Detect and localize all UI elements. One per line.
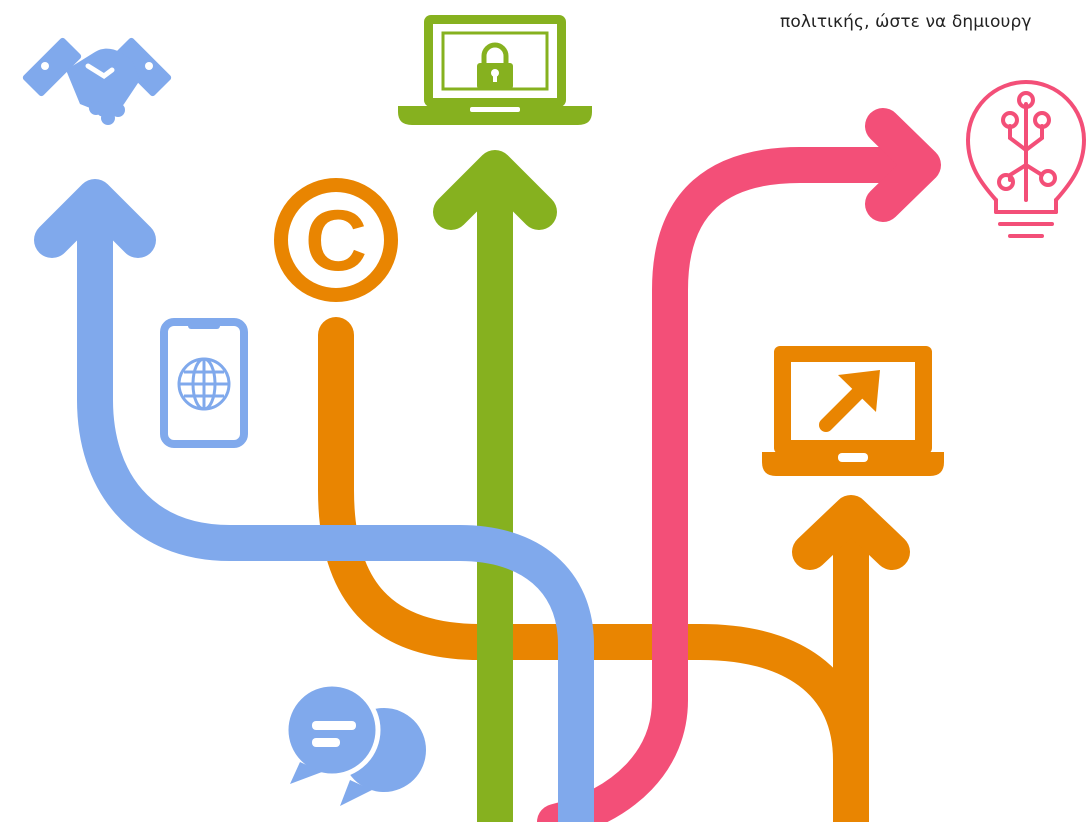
handshake-icon <box>22 37 172 125</box>
laptop-arrow-icon <box>762 346 944 476</box>
pink-path <box>537 147 928 822</box>
chat-bubbles-icon <box>283 681 426 806</box>
mobile-globe-icon <box>160 318 248 448</box>
green-arrowhead <box>433 150 557 230</box>
lightbulb-circuit-icon <box>965 80 1087 238</box>
svg-text:C: C <box>305 193 367 289</box>
pink-arrowhead <box>865 108 941 222</box>
blue-arrowhead <box>34 179 156 258</box>
orange-arrowhead <box>792 495 910 570</box>
laptop-lock-icon <box>398 15 592 125</box>
caption-text: πολιτικής, ώστε να δημιουργ <box>780 12 1032 32</box>
copyright-icon: C <box>274 178 398 302</box>
blue-path <box>77 187 594 822</box>
